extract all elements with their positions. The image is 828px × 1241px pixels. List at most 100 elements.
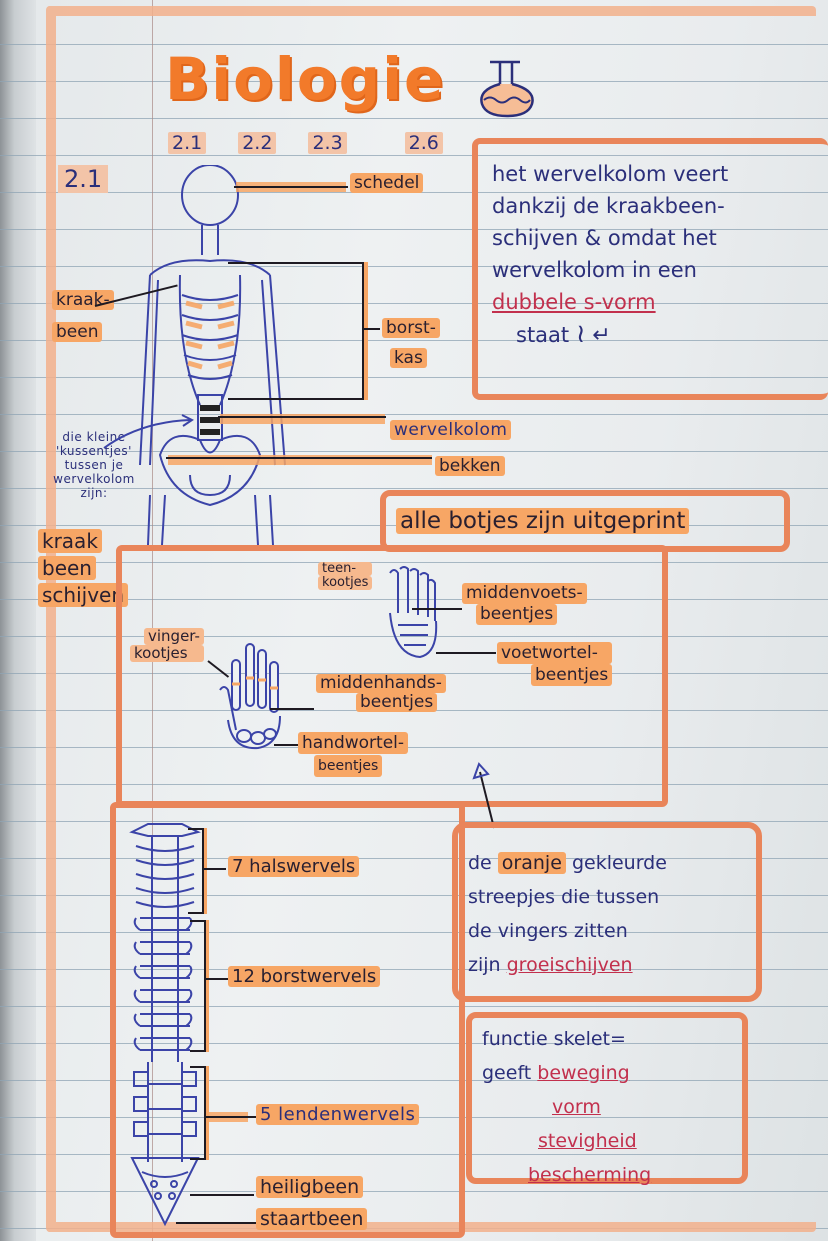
printed-note-text: alle botjes zijn uitgeprint: [396, 508, 690, 534]
label-borstkas-2: kas: [390, 348, 427, 368]
label-teenkootjes-2: kootjes: [318, 576, 373, 590]
label-voetwortel-2: beentjes: [531, 664, 613, 686]
schedel-pointer-line: [234, 186, 348, 188]
label-middenhands-1: middenhands-: [316, 674, 446, 693]
borstkas-pointer-line: [362, 328, 380, 330]
function-note-prefix: geeft: [482, 1062, 532, 1084]
staartbeen-pointer-line: [176, 1222, 256, 1224]
label-staartbeen: staartbeen: [256, 1208, 368, 1230]
growth-note-line-2: streepjes die tussen: [468, 886, 660, 908]
spine-note-emphasis: dubbele s-vorm: [492, 290, 656, 314]
skeleton-drawing: [139, 165, 286, 545]
function-item-stevigheid: stevigheid: [538, 1130, 637, 1152]
answer-kraak: kraak: [38, 529, 102, 553]
spine-note-line-1: het wervelkolom veert: [492, 162, 729, 186]
hand-bones-drawing: [219, 643, 281, 750]
borstwervels-bracket: [190, 920, 206, 1052]
page-title: Biologie: [165, 45, 446, 113]
chapter-2-6: 2.6: [404, 132, 443, 154]
chapter-2-1: 2.1: [168, 132, 207, 154]
lendenwervels-pointer-line: [206, 1116, 256, 1118]
growth-word-de: de: [468, 852, 492, 874]
chapter-list: 2.1 2.2 2.3 2.6: [168, 132, 475, 154]
label-middenhands-2: beentjes: [356, 693, 438, 712]
answer-been: been: [38, 556, 96, 580]
halswervels-bracket: [188, 828, 204, 914]
growth-note-text: de oranje gekleurde streepjes die tussen…: [468, 846, 667, 982]
chapter-2-3: 2.3: [308, 132, 347, 154]
bekken-pointer-line: [166, 457, 432, 459]
lendenwervels-bracket: [190, 1066, 206, 1160]
label-teenkootjes: teen- kootjes: [318, 562, 373, 590]
vertebrae-box: [110, 802, 465, 1238]
cushion-side-note: die kleine 'kussentjes' tussen je wervel…: [40, 430, 148, 500]
spine-note-last-line: staat: [516, 323, 570, 347]
side-note-line-4: wervelkolom: [53, 472, 135, 486]
function-note-box: functie skelet= geeft beweging vorm stev…: [466, 1012, 748, 1186]
label-teenkootjes-1: teen-: [318, 562, 373, 576]
label-bekken: bekken: [435, 456, 505, 476]
side-note-line-3: tussen je: [64, 458, 124, 472]
spine-note-box: het wervelkolom veert dankzij de kraakbe…: [472, 138, 828, 400]
function-item-beweging: beweging: [537, 1062, 630, 1084]
spine-note-text: het wervelkolom veert dankzij de kraakbe…: [492, 158, 728, 352]
label-middenvoets-2: beentjes: [476, 604, 558, 625]
label-vingerkootjes: vinger- kootjes: [130, 628, 204, 662]
growth-word-gekleurde: gekleurde: [571, 852, 667, 874]
growth-note-line-3: de vingers zitten: [468, 920, 628, 942]
label-kraakbeen-2: been: [52, 322, 103, 342]
function-item-vorm: vorm: [552, 1096, 601, 1118]
section-number: 2.1: [58, 165, 109, 193]
label-voetwortelbeentjes: voetwortel- beentjes: [497, 642, 613, 686]
wervelkolom-highlight: [220, 414, 385, 424]
label-middenhandsbeentjes: middenhands- beentjes: [316, 674, 446, 712]
growth-word-oranje: oranje: [497, 852, 566, 874]
wervelkolom-pointer-line: [218, 416, 386, 418]
label-vingerkootjes-1: vinger-: [144, 628, 204, 645]
growth-word-zijn: zijn: [468, 954, 501, 976]
label-borstkas-1: borst-: [382, 318, 440, 338]
label-kraakbeen-1: kraak-: [52, 290, 114, 310]
borstwervels-pointer-line: [206, 978, 228, 980]
label-middenvoetsbeentjes: middenvoets- beentjes: [462, 583, 587, 625]
answer-schijven: schijven: [38, 583, 129, 607]
function-note-text: functie skelet= geeft beweging vorm stev…: [482, 1022, 651, 1192]
label-handwortel-1: handwortel-: [298, 732, 409, 754]
label-borstwervels: 12 borstwervels: [228, 966, 381, 987]
label-vingerkootjes-2: kootjes: [130, 645, 204, 662]
growth-note-box: de oranje gekleurde streepjes die tussen…: [452, 822, 762, 1002]
label-lendenwervels: 5 lendenwervels: [256, 1104, 420, 1125]
growth-note-emphasis: groeischijven: [506, 954, 633, 976]
side-note-line-1: die kleine: [62, 430, 126, 444]
arrow-to-spine-icon: [103, 414, 194, 449]
arrow-up-icon: [472, 762, 495, 829]
bekken-highlight: [168, 455, 432, 465]
label-schedel: schedel: [350, 173, 424, 193]
cushion-answer: kraak been schijven: [38, 528, 129, 609]
middenvoets-pointer-line: [412, 608, 462, 610]
spine-note-line-3: schijven & omdat het: [492, 226, 717, 250]
spine-note-line-4: wervelkolom in een: [492, 258, 697, 282]
flask-icon: [480, 60, 534, 118]
function-note-line-1: functie skelet=: [482, 1028, 626, 1050]
printed-note-box: alle botjes zijn uitgeprint: [380, 490, 790, 552]
function-item-bescherming: bescherming: [528, 1164, 652, 1186]
halswervels-pointer-line: [204, 868, 226, 870]
label-halswervels: 7 halswervels: [228, 856, 360, 877]
label-wervelkolom: wervelkolom: [390, 420, 512, 440]
label-middenvoets-1: middenvoets-: [462, 583, 587, 604]
heiligbeen-pointer-line: [190, 1194, 254, 1196]
label-voetwortel-1: voetwortel-: [497, 642, 613, 664]
margin-line: [152, 0, 153, 1241]
borstkas-bracket: [228, 262, 364, 400]
label-heiligbeen: heiligbeen: [256, 1176, 364, 1198]
handwortel-pointer-line: [274, 744, 298, 746]
spine-note-line-2: dankzij de kraakbeen-: [492, 194, 725, 218]
label-handwortelbeentjes: handwortel- beentjes: [298, 732, 409, 777]
side-note-line-5: zijn:: [80, 486, 108, 500]
voetwortel-pointer-line: [436, 652, 496, 654]
side-note-line-2: 'kussentjes': [56, 444, 132, 458]
return-arrow-icon: ↵: [592, 323, 611, 348]
